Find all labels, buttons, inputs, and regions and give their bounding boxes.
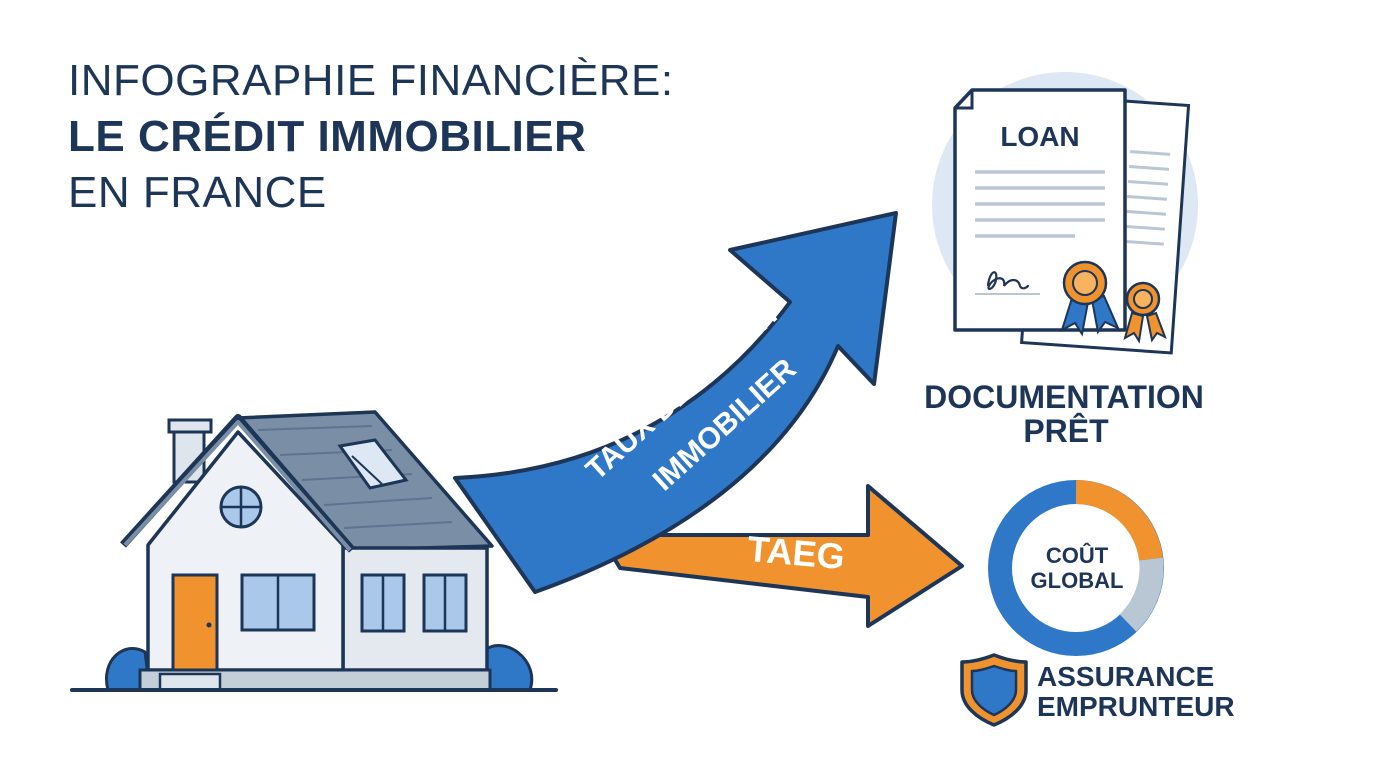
title-line-2: LE CRÉDIT IMMOBILIER bbox=[68, 112, 587, 161]
rosette-icon bbox=[1123, 281, 1167, 344]
documentation-caption-line-2: PRÊT bbox=[1023, 413, 1109, 449]
title-line-1: INFOGRAPHIE FINANCIÈRE: bbox=[68, 56, 674, 105]
documentation-caption-line-1: DOCUMENTATION bbox=[924, 379, 1204, 415]
signature-icon bbox=[986, 271, 1030, 290]
taeg-label: TAEG bbox=[746, 528, 847, 577]
insurance-label-line-1: ASSURANCE bbox=[1037, 661, 1214, 692]
taeg-arrow: TAEG bbox=[598, 484, 964, 628]
house-icon bbox=[70, 410, 558, 692]
global-cost-label-line-2: GLOBAL bbox=[1031, 568, 1124, 593]
loan-document-icon: LOAN bbox=[932, 72, 1198, 355]
loan-document-header: LOAN bbox=[1000, 121, 1079, 152]
donut-chart-icon: COÛT GLOBAL bbox=[988, 480, 1164, 656]
insurance-label-line-2: EMPRUNTEUR bbox=[1037, 691, 1235, 722]
rosette-icon bbox=[1060, 260, 1120, 337]
title-line-3: EN FRANCE bbox=[68, 168, 327, 217]
shield-icon bbox=[960, 653, 1028, 727]
global-cost-label-line-1: COÛT bbox=[1046, 543, 1109, 568]
